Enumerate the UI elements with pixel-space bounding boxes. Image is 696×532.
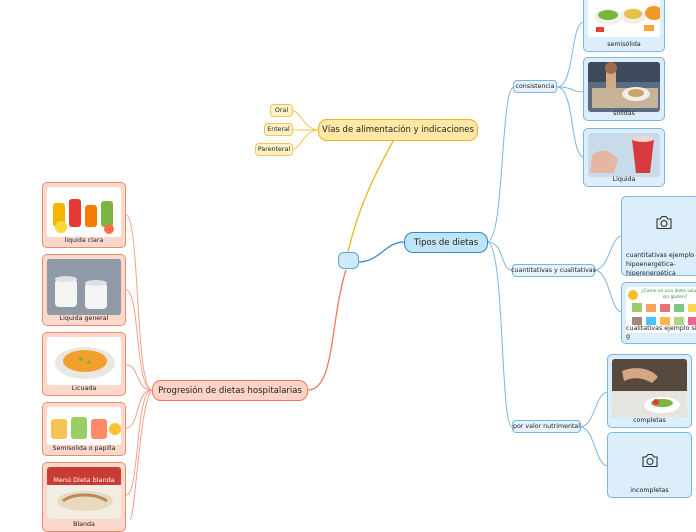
valor-label: por valor nutrimental bbox=[512, 423, 581, 430]
liquida-image bbox=[588, 133, 660, 177]
blanda-caption: Blanda bbox=[73, 521, 95, 528]
card-completas[interactable]: completas bbox=[607, 354, 692, 428]
cuanti-label: cuantitativas y cualitativas bbox=[511, 267, 596, 274]
card-licuada[interactable]: Licuada bbox=[42, 332, 126, 396]
tipos-topic[interactable]: Tipos de dietas bbox=[404, 232, 488, 253]
camera-icon bbox=[608, 453, 691, 468]
licuada-caption: Licuada bbox=[71, 385, 97, 392]
via-enteral-label: Enteral bbox=[267, 126, 290, 133]
progresion-title: Progresión de dietas hospitalarias bbox=[158, 385, 302, 396]
progresion-topic[interactable]: Progresión de dietas hospitalarias bbox=[152, 380, 308, 401]
liquida-general-image bbox=[47, 259, 121, 315]
tipos-title: Tipos de dietas bbox=[413, 237, 479, 248]
cuantitativas-caption: cuantitativas ejemplo hipoenergética-hip… bbox=[626, 252, 695, 276]
via-enteral[interactable]: Enteral bbox=[264, 123, 293, 136]
via-parenteral[interactable]: Parenteral bbox=[255, 143, 293, 156]
connector-lines bbox=[125, 21, 623, 520]
card-semisolida-papilla[interactable]: Semisolida o papilla bbox=[42, 402, 126, 456]
liquida-clara-caption: liquida clara bbox=[64, 237, 104, 244]
cuanti-node[interactable]: cuantitativas y cualitativas bbox=[511, 264, 596, 277]
solidas-caption: solidas bbox=[613, 110, 635, 117]
camera-icon bbox=[622, 215, 696, 230]
card-incompletas[interactable]: incompletas bbox=[607, 432, 692, 498]
card-cualitativas[interactable]: ¿Como es una dieta saludable sin gluten?… bbox=[621, 282, 696, 344]
incompletas-caption: incompletas bbox=[630, 487, 669, 494]
mind-map: Vías de alimentación y indicaciones Oral… bbox=[42, 0, 696, 532]
semisolida-caption: semisólida bbox=[607, 41, 641, 48]
menu-banner-text: Menú Dieta blanda bbox=[53, 476, 115, 484]
semisolida-image bbox=[588, 0, 660, 37]
via-oral-label: Oral bbox=[274, 107, 289, 114]
cualitativas-caption: cualitativas ejemplo sin g bbox=[626, 325, 696, 340]
via-oral[interactable]: Oral bbox=[270, 104, 293, 117]
completas-caption: completas bbox=[633, 417, 666, 424]
central-topic[interactable] bbox=[338, 252, 359, 269]
liquida-caption: Liquida bbox=[612, 176, 636, 183]
papilla-image bbox=[47, 407, 121, 445]
consistencia-label: consistencia bbox=[515, 83, 555, 90]
card-solidas[interactable]: solidas bbox=[583, 57, 665, 121]
card-liquida-general[interactable]: Liquida general bbox=[42, 254, 126, 326]
via-parenteral-label: Parenteral bbox=[257, 146, 291, 153]
vias-title: Vías de alimentación y indicaciones bbox=[322, 125, 474, 135]
card-liquida[interactable]: Liquida bbox=[583, 128, 665, 187]
card-cuantitativas[interactable]: cuantitativas ejemplo hipoenergética-hip… bbox=[621, 196, 696, 276]
blanda-image: Menú Dieta blanda bbox=[47, 467, 121, 519]
solidas-image bbox=[588, 62, 660, 112]
papilla-caption: Semisolida o papilla bbox=[52, 445, 116, 452]
cualitativas-infographic: ¿Como es una dieta saludable sin gluten? bbox=[626, 287, 696, 333]
card-blanda[interactable]: Menú Dieta blanda Blanda bbox=[42, 462, 126, 532]
completas-image bbox=[612, 359, 687, 417]
card-liquida-clara[interactable]: liquida clara bbox=[42, 182, 126, 248]
infographic-title: ¿Como es una dieta saludable sin gluten? bbox=[641, 289, 696, 300]
consistencia-node[interactable]: consistencia bbox=[513, 80, 557, 93]
liquida-clara-image bbox=[47, 187, 121, 237]
vias-topic[interactable]: Vías de alimentación y indicaciones bbox=[318, 119, 478, 141]
licuada-image bbox=[47, 337, 121, 385]
valor-node[interactable]: por valor nutrimental bbox=[512, 420, 581, 433]
card-semisolida[interactable]: semisólida bbox=[583, 0, 665, 52]
liquida-general-caption: Liquida general bbox=[59, 315, 109, 322]
